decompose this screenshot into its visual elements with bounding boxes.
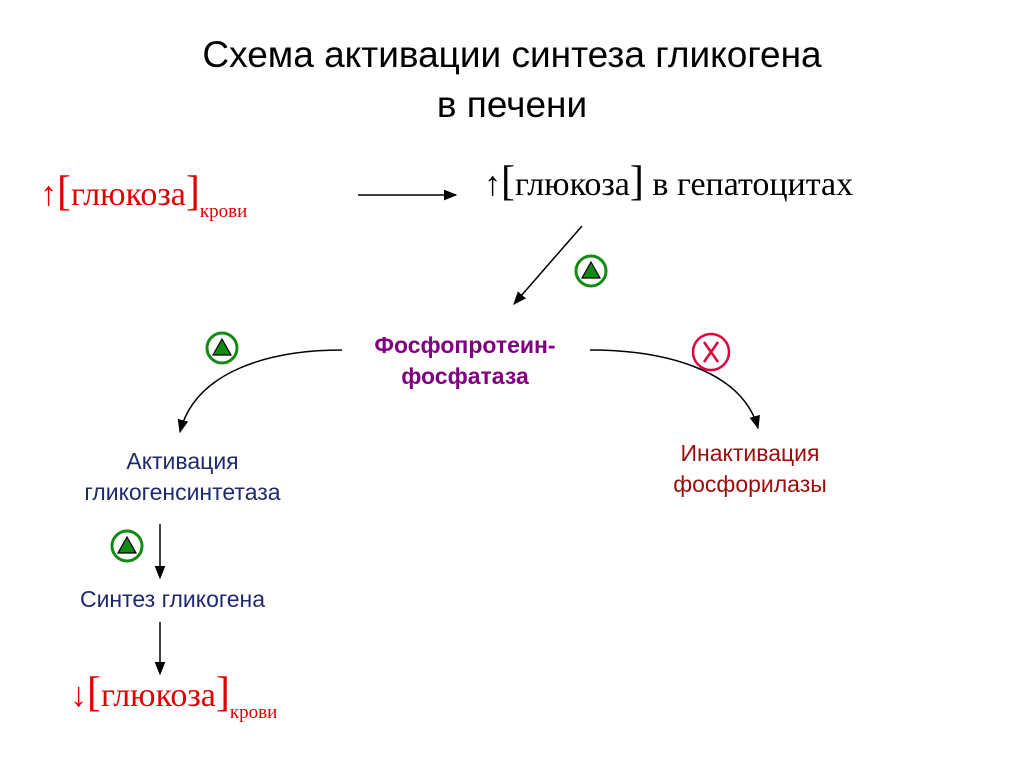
glycogen-synthesis: Синтез гликогена [79,586,266,612]
enzyme-line1: Фосфопротеин- [374,332,556,358]
glycogen-synthase-activation: Активация гликогенсинтетаза [50,446,315,508]
slide-title: Схема активации синтеза гликогена в пече… [0,30,1024,130]
close-bracket: ] [629,159,644,205]
arrow-enzyme-to-synthase [177,349,343,434]
down-arrow-icon: ↓ [70,677,87,714]
phosphorylase-inactivation: Инактивация фосфорилазы [620,438,880,500]
inhibit-icon [691,332,731,372]
close-bracket: ] [215,670,230,716]
hepatocyte-glucose-increase: ↑[глюкоза] в гепатоцитах [484,159,854,205]
open-bracket: [ [57,169,71,215]
blood-glucose-increase: ↑[глюкоза]крови [40,169,248,232]
glucose-word: глюкоза [71,176,186,213]
glucose-word: глюкоза [515,166,630,203]
slide-title-line1: Схема активации синтеза гликогена [202,34,822,75]
open-bracket: [ [87,670,101,716]
activation-line1: Активация [126,448,239,474]
glucose-word: глюкоза [101,677,216,714]
enzyme-line2: фосфатаза [401,363,529,389]
inactivation-line2: фосфорилазы [673,471,827,497]
activate-icon [110,529,144,563]
up-arrow-icon: ↑ [484,166,501,203]
arrow-enzyme-to-phosphorylase [589,349,760,430]
blood-glucose-decrease: ↓[глюкоза]крови [70,670,278,733]
hepatocytes-suffix: в гепатоцитах [643,166,854,203]
arrow-hepatocytes-to-enzyme [513,225,583,306]
activate-icon [574,254,608,288]
activate-icon [205,331,239,365]
close-bracket: ] [185,169,200,215]
blood-subscript: крови [229,702,278,723]
enzyme-label: Фосфопротеин- фосфатаза [330,330,600,392]
inactivation-line1: Инактивация [680,440,820,466]
open-bracket: [ [501,159,515,205]
up-arrow-icon: ↑ [40,176,57,213]
blood-subscript: крови [199,201,248,222]
activation-line2: гликогенсинтетаза [84,479,281,505]
slide-title-line2: в печени [436,84,588,125]
